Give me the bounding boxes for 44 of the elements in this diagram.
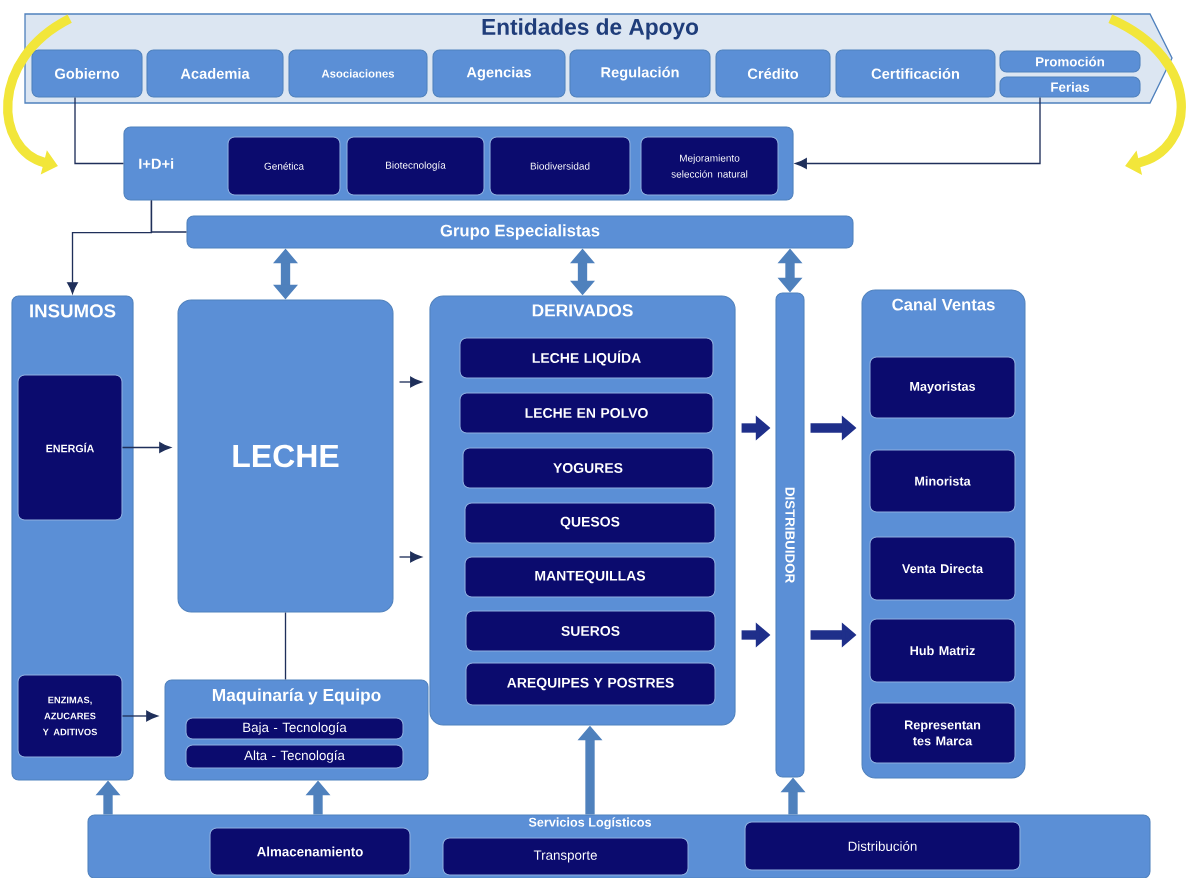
topic-box: Biotecnología [346, 136, 485, 196]
category-box: Gobierno [31, 49, 143, 98]
block-arrow [1108, 14, 1186, 175]
product-box: AREQUIPES Y POSTRES [465, 662, 716, 706]
category-box: Crédito [715, 49, 831, 98]
header-bar: Grupo Especialistas [186, 215, 854, 249]
channel-box: Venta Directa [869, 536, 1016, 601]
item-box: Baja - Tecnología [185, 717, 404, 740]
arrow [398, 551, 422, 563]
arrow [67, 199, 153, 294]
channel-box: Representan tes Marca [869, 702, 1016, 764]
service-box: Distribución [744, 821, 1021, 871]
channel-box: Hub Matriz [869, 618, 1016, 683]
distributor-bar: DISTRIBUIDOR [775, 292, 805, 778]
topic-box: Mejoramiento selección natural [640, 136, 779, 196]
product-box: LECHE EN POLVO [459, 392, 714, 434]
topic-box: Biodiversidad [489, 136, 631, 196]
category-box: Promoción [999, 50, 1141, 73]
product-box: SUEROS [465, 610, 716, 652]
item-box: Alta - Tecnología [185, 744, 404, 769]
service-box: Almacenamiento [209, 827, 411, 876]
channel-box: Mayoristas [869, 356, 1016, 419]
item-box: ENERGÍA [17, 374, 123, 521]
category-box: Regulación [569, 49, 711, 98]
product-box: QUESOS [464, 502, 716, 544]
service-box: Transporte [442, 837, 689, 876]
product-box: MANTEQUILLAS [464, 556, 716, 598]
category-box: Asociaciones [288, 49, 428, 98]
product-box: LECHE LIQUÍDA [459, 337, 714, 379]
category-box: Ferias [999, 76, 1141, 98]
connector-line [284, 611, 287, 681]
category-box: Agencias [432, 49, 566, 98]
arrow [121, 710, 158, 722]
product-box: YOGURES [462, 447, 714, 489]
process-box: LECHE [177, 299, 394, 613]
arrow [795, 96, 1041, 169]
channel-box: Minorista [869, 449, 1016, 513]
arrow [398, 376, 422, 388]
item-box: ENZIMAS, AZUCARES Y ADITIVOS [17, 674, 123, 758]
connector-line [74, 96, 125, 165]
category-box: Academia [146, 49, 284, 98]
category-box: Certificación [835, 49, 996, 98]
topic-box: Genética [227, 136, 341, 196]
arrow [121, 442, 171, 453]
